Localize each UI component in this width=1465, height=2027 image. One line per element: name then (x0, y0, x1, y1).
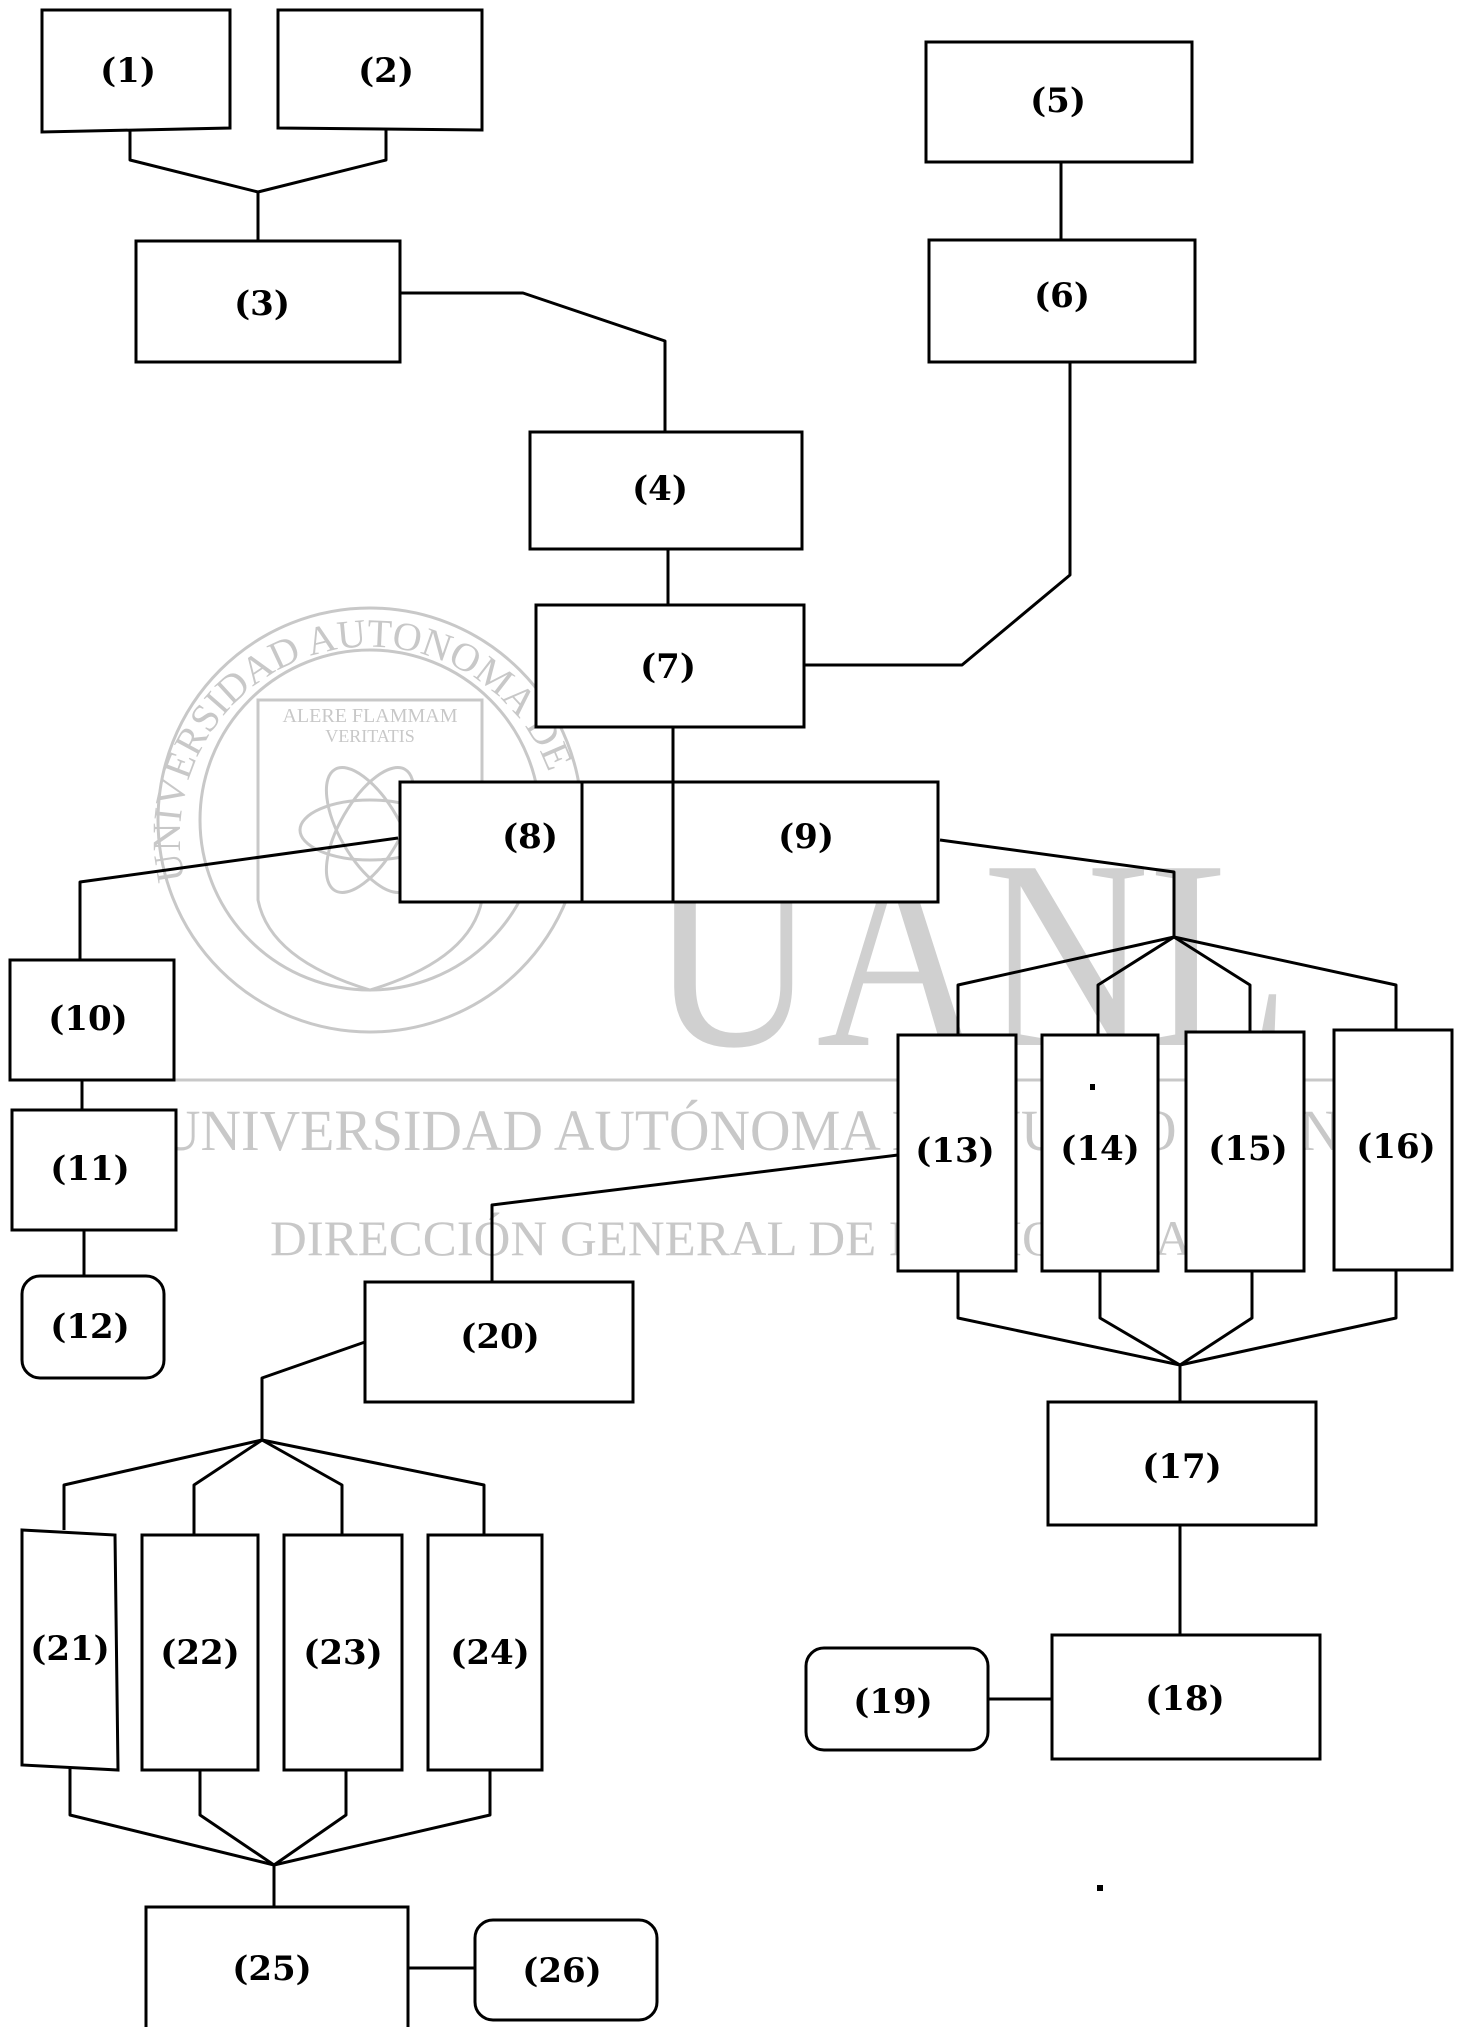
box-18: (18) (1050, 1633, 1322, 1761)
box-11-label: (11) (50, 1149, 130, 1189)
edge-9-16 (1173, 935, 1398, 1030)
edge-9-14 (1096, 935, 1175, 1035)
speck-mark (1097, 1885, 1103, 1891)
edge-13-17 (956, 1270, 1181, 1367)
box-17-label: (17) (1142, 1447, 1222, 1487)
university-name: UNIVERSIDAD AUTÓNOMA DE NUEVO LEÓN (160, 1098, 1340, 1163)
box-8-9: (8) (9) (398, 780, 940, 904)
box-13-label: (13) (915, 1131, 995, 1171)
box-25: (25) (144, 1905, 410, 2027)
box-10-label: (10) (48, 999, 128, 1039)
edge-20-24 (261, 1438, 486, 1535)
box-23-label: (23) (303, 1633, 383, 1673)
edge-13-20 (490, 1153, 899, 1282)
edge-20-22 (192, 1438, 263, 1535)
seal-motto-line2: VERITATIS (325, 726, 415, 746)
edge-20-23 (261, 1438, 344, 1535)
edge-9-branch (939, 838, 1176, 937)
seal-ring-text: UNIVERSIDAD AUTONOMA DE NUEVO LEON (0, 0, 596, 900)
box-18-label: (18) (1145, 1679, 1225, 1719)
box-7-label: (7) (640, 647, 696, 687)
box-24-label: (24) (450, 1633, 530, 1673)
edge-15-17 (1179, 1270, 1254, 1367)
box-1: (1) (40, 8, 232, 134)
box-2: (2) (276, 8, 484, 132)
edge-24-25 (273, 1770, 492, 1867)
connectors (62, 130, 1398, 1970)
boxes: (1) (2) (3) (4) (5) (6) (7) (8, 8, 1454, 2027)
box-17: (17) (1046, 1400, 1318, 1527)
edge-23-25 (273, 1770, 348, 1867)
box-15: (15) (1184, 1030, 1306, 1273)
box-11: (11) (10, 1108, 178, 1232)
box-16-label: (16) (1356, 1127, 1436, 1167)
edge-20-21 (62, 1438, 263, 1530)
box-4: (4) (528, 430, 804, 551)
box-3-label: (3) (234, 284, 290, 324)
box-15-label: (15) (1208, 1129, 1288, 1169)
edge-8-10 (78, 836, 399, 960)
seal-motto-line1: ALERE FLAMMAM (282, 705, 457, 727)
edge-22-25 (198, 1770, 275, 1867)
box-23: (23) (282, 1533, 404, 1772)
box-10: (10) (8, 958, 176, 1082)
box-21: (21) (20, 1528, 120, 1772)
box-25-label: (25) (232, 1949, 312, 1989)
edge-14-17 (1098, 1270, 1181, 1367)
edge-9-15 (1173, 935, 1252, 1032)
speck-mark (1090, 1084, 1095, 1090)
box-24: (24) (426, 1533, 544, 1772)
edge-3-4 (401, 291, 667, 432)
edge-9-13 (956, 935, 1175, 1035)
box-26-label: (26) (522, 1951, 602, 1991)
edge-21-25 (68, 1768, 275, 1867)
box-22-label: (22) (160, 1633, 240, 1673)
box-26: (26) (473, 1918, 659, 2022)
box-19: (19) (804, 1646, 990, 1752)
box-6: (6) (927, 238, 1197, 364)
box-3: (3) (134, 239, 402, 364)
box-5-label: (5) (1030, 81, 1086, 121)
box-13: (13) (896, 1033, 1018, 1273)
edge-20-branch (260, 1340, 366, 1440)
box-6-label: (6) (1034, 276, 1090, 316)
box-7: (7) (534, 603, 806, 729)
box-22: (22) (140, 1533, 260, 1772)
box-16: (16) (1332, 1028, 1454, 1272)
box-9-label: (9) (778, 817, 834, 857)
box-14: (14) (1040, 1033, 1160, 1273)
edge-2-3 (257, 130, 388, 194)
box-20-label: (20) (460, 1317, 540, 1357)
box-5: (5) (924, 40, 1194, 164)
box-2-label: (2) (358, 51, 414, 91)
box-20: (20) (363, 1280, 635, 1404)
edge-6-7 (804, 362, 1072, 667)
box-19-label: (19) (853, 1682, 933, 1722)
box-1-label: (1) (100, 51, 156, 91)
edge-1-3 (128, 130, 259, 194)
edge-16-17 (1179, 1270, 1398, 1367)
box-12-label: (12) (50, 1307, 130, 1347)
box-21-label: (21) (30, 1629, 110, 1669)
box-8-label: (8) (502, 817, 558, 857)
box-4-label: (4) (632, 469, 688, 509)
box-12: (12) (20, 1274, 166, 1380)
box-14-label: (14) (1060, 1129, 1140, 1169)
